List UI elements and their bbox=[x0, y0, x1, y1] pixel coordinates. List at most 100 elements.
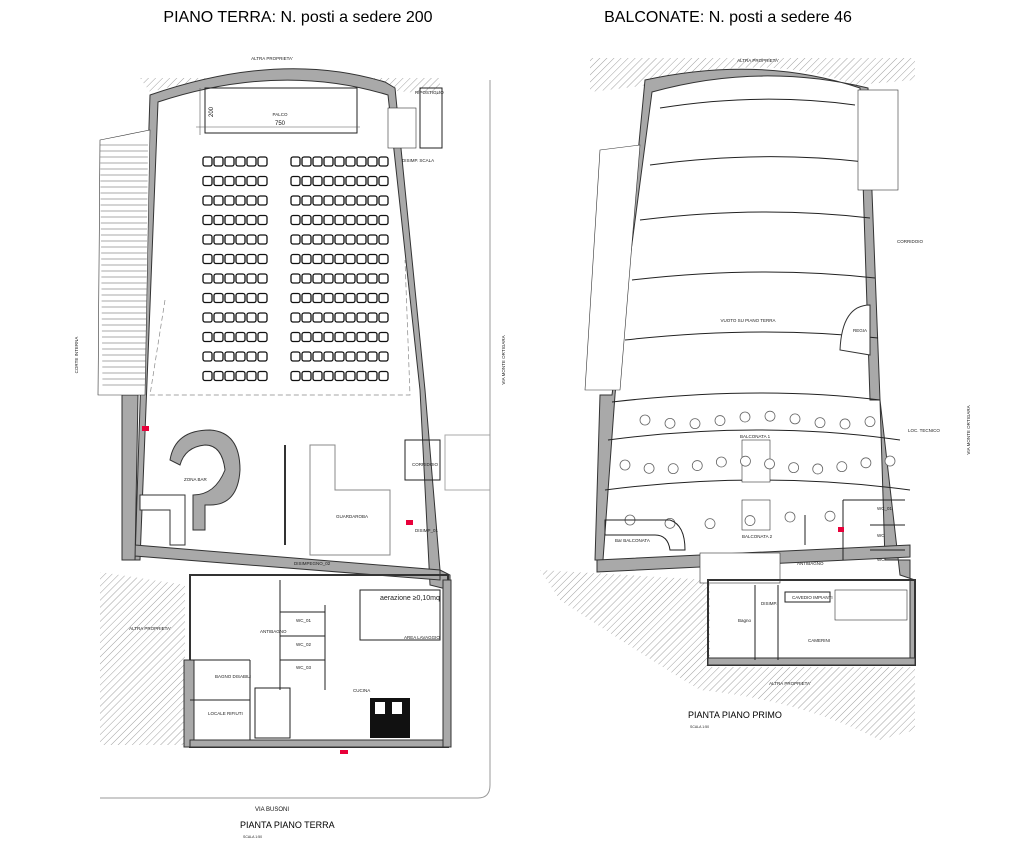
seat bbox=[323, 292, 334, 304]
neighbor-property-left bbox=[100, 572, 185, 745]
seat bbox=[312, 312, 323, 323]
seat bbox=[224, 273, 235, 284]
room-label-balconata-2: BALCONATA 2 bbox=[742, 534, 773, 539]
neighbor-property-top bbox=[590, 58, 915, 92]
seat bbox=[312, 351, 323, 362]
table bbox=[643, 462, 655, 474]
seat bbox=[301, 370, 312, 382]
hall-outer-wall bbox=[594, 68, 916, 666]
seat bbox=[213, 195, 224, 206]
seat bbox=[246, 331, 257, 343]
west-wall bbox=[121, 394, 139, 561]
seat bbox=[301, 195, 312, 206]
seat bbox=[257, 292, 268, 304]
seat bbox=[378, 214, 389, 226]
room-label-ripostiglio: RIPOSTIGLIO bbox=[415, 90, 444, 95]
table bbox=[788, 462, 800, 474]
room-label-guardaroba: GUARDAROBA bbox=[336, 514, 368, 519]
scale-first: SCALA 1:50 bbox=[690, 725, 709, 729]
seat bbox=[334, 351, 345, 362]
ground-floor-title: PIANO TERRA: N. posti a sedere 200 bbox=[163, 9, 432, 26]
seat bbox=[235, 234, 246, 245]
seat bbox=[367, 273, 378, 284]
seat bbox=[367, 312, 378, 323]
seat bbox=[202, 234, 213, 245]
room-label-antibagno: ANTIBAGNO bbox=[797, 561, 824, 566]
seat bbox=[202, 312, 213, 323]
seat bbox=[367, 331, 378, 343]
seat bbox=[334, 234, 345, 245]
seat bbox=[356, 195, 367, 206]
seat bbox=[367, 195, 378, 206]
first-floor-title: BALCONATE: N. posti a sedere 46 bbox=[604, 9, 852, 26]
balcony-tables bbox=[619, 410, 896, 530]
guardaroba-counter bbox=[309, 444, 391, 556]
seat bbox=[202, 331, 213, 343]
seat bbox=[378, 253, 389, 265]
seat bbox=[213, 253, 224, 265]
seat bbox=[323, 351, 334, 362]
seat bbox=[290, 253, 301, 265]
room-label-antibagno: ANTIBAGNO bbox=[260, 629, 287, 634]
seat bbox=[323, 253, 334, 265]
seat bbox=[257, 156, 268, 167]
seat bbox=[345, 156, 356, 167]
seat bbox=[224, 175, 235, 187]
seat bbox=[312, 331, 323, 343]
seat bbox=[301, 312, 312, 323]
neighbor-top-label: ALTRA PROPRIETA' bbox=[737, 58, 779, 63]
seat bbox=[323, 234, 334, 245]
seat bbox=[356, 156, 367, 167]
seat bbox=[224, 214, 235, 226]
seat bbox=[213, 273, 224, 284]
table bbox=[836, 461, 848, 473]
seat bbox=[213, 351, 224, 362]
stage-label: PALCO bbox=[273, 112, 288, 117]
room-label-corridoio: CORRIDOIO bbox=[412, 462, 439, 467]
seat bbox=[367, 370, 378, 382]
seat bbox=[334, 214, 345, 226]
table bbox=[764, 410, 776, 422]
seat bbox=[213, 234, 224, 245]
table bbox=[884, 455, 896, 467]
seat bbox=[257, 253, 268, 265]
ripostiglio-room bbox=[419, 87, 443, 149]
seat bbox=[345, 234, 356, 245]
seat bbox=[213, 156, 224, 167]
seat bbox=[235, 351, 246, 362]
table bbox=[739, 411, 751, 423]
seat bbox=[235, 292, 246, 304]
seat bbox=[290, 156, 301, 167]
seat bbox=[367, 351, 378, 362]
seat bbox=[312, 370, 323, 382]
room-label-vuoto: VUOTO SU PIANO TERRA bbox=[720, 318, 775, 323]
seat bbox=[345, 351, 356, 362]
seat bbox=[246, 273, 257, 284]
seat bbox=[224, 253, 235, 265]
seat bbox=[378, 234, 389, 245]
room-label-wc-02: WC_02 bbox=[296, 642, 312, 647]
seat bbox=[301, 273, 312, 284]
seat bbox=[202, 156, 213, 167]
seat bbox=[345, 253, 356, 265]
seat bbox=[356, 253, 367, 265]
seat bbox=[356, 370, 367, 382]
seat bbox=[356, 175, 367, 187]
stair-balcony-2 bbox=[741, 499, 771, 531]
seat bbox=[257, 273, 268, 284]
seat bbox=[345, 175, 356, 187]
seat bbox=[224, 331, 235, 343]
seat bbox=[224, 156, 235, 167]
seat bbox=[312, 273, 323, 284]
room-label-balconata-1: BALCONATA 1 bbox=[740, 434, 771, 439]
room-label-bagno-disabili: BAGNO DISABILI bbox=[215, 674, 251, 679]
seat bbox=[356, 214, 367, 226]
seat bbox=[323, 273, 334, 284]
seat bbox=[246, 253, 257, 265]
seat bbox=[246, 156, 257, 167]
seat bbox=[290, 214, 301, 226]
seat bbox=[301, 331, 312, 343]
seat bbox=[334, 195, 345, 206]
seat bbox=[356, 273, 367, 284]
room-label-wc-01: WC_01 bbox=[877, 506, 893, 511]
